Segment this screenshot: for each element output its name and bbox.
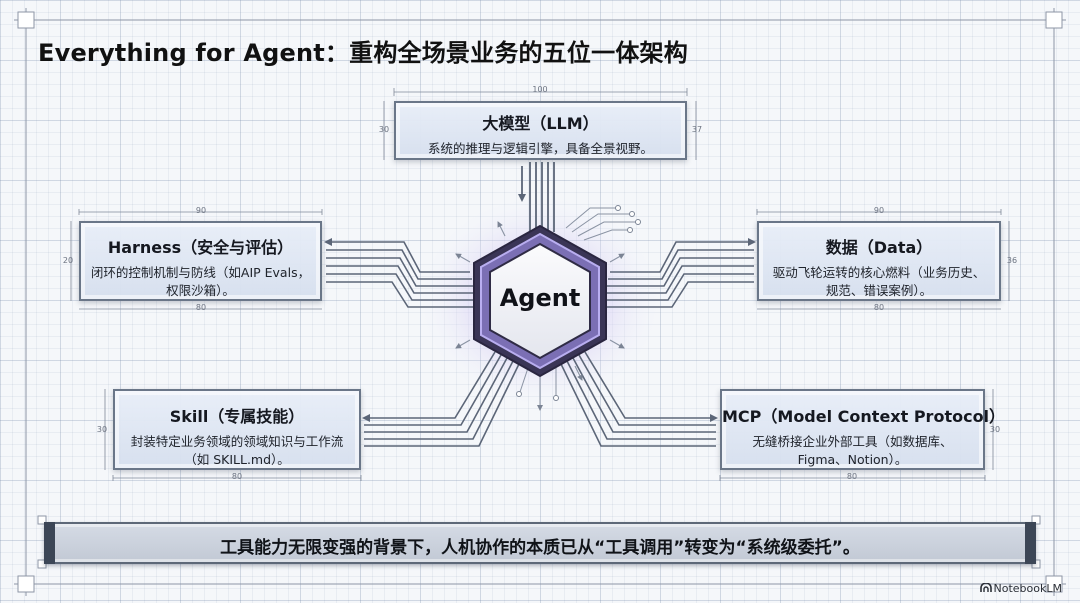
node-harness-desc: 闭环的控制机制与防线（如AIP Evals，权限沙箱）。 [90,265,311,298]
node-llm-title: 大模型（LLM） [482,114,599,133]
dim-mcp-bottom: 80 [846,472,858,481]
dim-harness-bottom: 80 [195,303,207,312]
notebooklm-watermark: NotebookLM [979,582,1062,595]
node-data-title: 数据（Data） [825,238,933,257]
hub-radial-ticks [455,221,625,381]
node-mcp-title: MCP（Model Context Protocol） [722,407,1006,426]
frame-corner-marks [17,11,1063,593]
notebooklm-logo-icon [979,583,992,592]
agent-hub [473,224,607,378]
dim-llm-width: 100 [532,85,548,94]
node-mcp: MCP（Model Context Protocol） 无缝桥接企业外部工具（如… [720,389,1006,470]
dim-data-width: 90 [873,206,885,215]
summary-banner-text: 工具能力无限变强的背景下，人机协作的本质已从“工具调用”转变为“系统级委托”。 [220,538,860,558]
connector-skill [362,351,520,447]
agent-hub-label: Agent [499,284,581,312]
node-harness-title: Harness（安全与评估） [107,238,294,257]
node-skill-desc: 封装特定业务领域的领域知识与工作流（如 SKILL.md）。 [130,434,344,467]
dim-data-side: 36 [1006,256,1018,265]
dim-llm-right: 37 [691,125,703,134]
banner-right-cap [1025,522,1036,564]
dim-harness-width: 90 [195,206,207,215]
dim-mcp-side: 30 [989,425,1001,434]
watermark-text: NotebookLM [993,582,1062,595]
summary-banner: 工具能力无限变强的背景下，人机协作的本质已从“工具调用”转变为“系统级委托”。 [44,522,1036,564]
node-skill: Skill（专属技能） 封装特定业务领域的领域知识与工作流（如 SKILL.md… [113,389,361,470]
node-data-desc: 驱动飞轮运转的核心燃料（业务历史、规范、错误案例）。 [772,265,986,298]
dim-llm-left: 30 [378,125,390,134]
node-llm: 大模型（LLM） 系统的推理与逻辑引擎，具备全景视野。 [394,101,687,160]
dim-data-bottom: 80 [873,303,885,312]
page-title: Everything for Agent：重构全场景业务的五位一体架构 [38,39,688,67]
node-mcp-desc: 无缝桥接企业外部工具（如数据库、Figma、Notion）。 [752,434,953,467]
outer-frame [14,8,1066,596]
node-skill-title: Skill（专属技能） [169,407,305,426]
dimension-lines [70,88,1010,481]
connector-mcp [560,351,718,447]
node-harness: Harness（安全与评估） 闭环的控制机制与防线（如AIP Evals，权限沙… [79,221,322,301]
connector-harness [324,238,478,308]
connector-data [602,238,756,308]
node-data: 数据（Data） 驱动飞轮运转的核心燃料（业务历史、规范、错误案例）。 [757,221,1001,301]
dim-skill-bottom: 80 [231,472,243,481]
dim-skill-side: 30 [96,425,108,434]
connector-llm [518,162,555,232]
circuit-pads [516,205,641,401]
banner-left-cap [44,522,55,564]
dim-harness-side: 20 [62,256,74,265]
node-llm-desc: 系统的推理与逻辑引擎，具备全景视野。 [427,141,653,156]
